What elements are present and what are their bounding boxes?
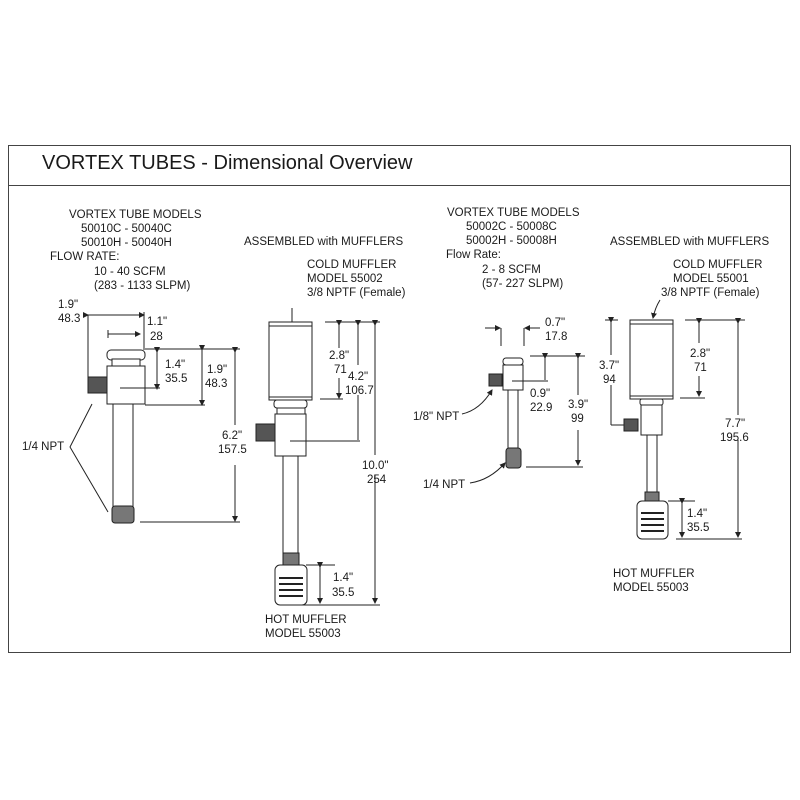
dim-small-cold-port-in: 0.9"	[530, 388, 551, 400]
small-tube-cap	[502, 357, 524, 366]
small-models-header: VORTEX TUBE MODELS	[447, 207, 580, 219]
large-flow-slpm: (283 - 1133 SLPM)	[94, 280, 191, 292]
dim-large-width-in: 1.9"	[58, 299, 79, 311]
large-cold-muffler	[268, 321, 313, 401]
small-cold-muffler	[629, 319, 674, 400]
large-assembled-body	[274, 413, 307, 457]
large-vortex-tube	[87, 349, 146, 524]
large-flow-scfm: 10 - 40 SCFM	[94, 266, 166, 278]
large-hot-muffler-model: MODEL 55003	[265, 628, 341, 640]
small-hot-muffler-model: MODEL 55003	[613, 582, 689, 594]
dim-small-width-in: 0.7"	[545, 317, 566, 329]
large-assembled-header: ASSEMBLED with MUFFLERS	[244, 236, 404, 248]
small-vortex-tube	[488, 357, 524, 469]
dim-large-body-in: 1.1"	[147, 316, 168, 328]
dim-small-cold-muffler-in: 2.8"	[690, 348, 711, 360]
large-cold-muffler-model: MODEL 55002	[307, 273, 383, 285]
small-flow-slpm: (57- 227 SLPM)	[482, 278, 564, 290]
diagram-frame	[8, 145, 791, 653]
large-tube-thread	[111, 505, 135, 524]
dim-small-to-port-mm: 94	[603, 374, 616, 386]
dim-large-to-port-in: 4.2"	[348, 371, 369, 383]
large-assembled-hot-pipe	[282, 455, 299, 557]
dim-large-body-mm: 28	[150, 331, 163, 343]
dim-small-hot-muffler-in: 1.4"	[687, 508, 708, 520]
dim-large-cold-port-mm: 35.5	[165, 373, 188, 385]
small-tube-body	[502, 364, 524, 391]
small-assembled-cold-port	[623, 418, 639, 432]
large-cold-muffler-label: COLD MUFFLER	[307, 259, 397, 271]
small-tube-dimension-lines	[461, 325, 585, 484]
large-hot-muffler-label: HOT MUFFLER	[265, 614, 347, 626]
small-assembled-dimension-lines	[605, 317, 745, 540]
large-models-hot-range: 50010H - 50040H	[81, 237, 172, 249]
dim-large-width-mm: 48.3	[58, 313, 81, 325]
dim-large-body-height-in: 1.9"	[207, 364, 228, 376]
dim-large-hot-muffler-mm: 35.5	[332, 587, 355, 599]
small-cold-muffler-thread: 3/8 NPTF (Female)	[661, 287, 760, 299]
large-tube-body	[106, 365, 146, 405]
large-tube-hot-pipe	[112, 403, 134, 513]
small-models-cold-range: 50002C - 50008C	[466, 221, 557, 233]
dim-large-cold-muffler-in: 2.8"	[329, 350, 350, 362]
large-assembled-tube	[255, 308, 313, 606]
dim-small-width-mm: 17.8	[545, 331, 568, 343]
small-tube-thread	[505, 447, 522, 469]
dim-small-to-port-in: 3.7"	[599, 360, 620, 372]
dim-large-tube-length-mm: 157.5	[218, 444, 247, 456]
large-tube-cold-port	[87, 376, 108, 394]
large-cold-muffler-thread: 3/8 NPTF (Female)	[307, 287, 406, 299]
small-tube-cold-port	[488, 373, 503, 387]
large-models-cold-range: 50010C - 50040C	[81, 223, 172, 235]
small-models-hot-range: 50002H - 50008H	[466, 235, 557, 247]
large-models-header: VORTEX TUBE MODELS	[69, 209, 202, 221]
large-assembled-cold-port	[255, 423, 276, 442]
page-title: VORTEX TUBES - Dimensional Overview	[42, 152, 413, 174]
large-assembled-dimension-lines	[290, 320, 380, 606]
dim-large-to-port-mm: 106.7	[345, 385, 374, 397]
dim-small-overall-in: 3.9"	[568, 399, 589, 411]
small-assembled-hot-pipe	[646, 434, 658, 496]
dim-large-cold-muffler-mm: 71	[334, 364, 347, 376]
small-port-label-hot: 1/4 NPT	[423, 479, 466, 491]
title-divider	[8, 185, 791, 186]
small-assembled-body	[640, 404, 663, 436]
dim-small-overall-mm: 99	[571, 413, 584, 425]
small-cold-muffler-label: COLD MUFFLER	[673, 259, 763, 271]
dim-small-hot-muffler-mm: 35.5	[687, 522, 710, 534]
dim-large-cold-port-in: 1.4"	[165, 359, 186, 371]
dim-large-tube-length-in: 6.2"	[222, 430, 243, 442]
small-assembled-tube	[623, 299, 674, 540]
small-flow-scfm: 2 - 8 SCFM	[482, 264, 541, 276]
large-port-label: 1/4 NPT	[22, 441, 65, 453]
dim-small-cold-muffler-mm: 71	[694, 362, 707, 374]
dim-small-overall-in: 7.7"	[725, 418, 746, 430]
large-flow-label: FLOW RATE:	[50, 251, 120, 263]
small-assembled-header: ASSEMBLED with MUFFLERS	[610, 236, 770, 248]
dim-small-cold-port-mm: 22.9	[530, 402, 553, 414]
small-port-label-cold: 1/8" NPT	[413, 411, 460, 423]
small-hot-muffler-label: HOT MUFFLER	[613, 568, 695, 580]
dim-large-overall-in: 10.0"	[362, 460, 389, 472]
dim-large-body-height-mm: 48.3	[205, 378, 228, 390]
small-flow-label: Flow Rate:	[446, 249, 501, 261]
small-tube-hot-pipe	[507, 389, 519, 451]
large-tube-dimension-lines	[69, 312, 240, 523]
dim-small-overall-mm: 195.6	[720, 432, 749, 444]
dim-large-hot-muffler-in: 1.4"	[333, 572, 354, 584]
dim-large-overall-mm: 254	[367, 474, 387, 486]
small-cold-muffler-model: MODEL 55001	[673, 273, 749, 285]
